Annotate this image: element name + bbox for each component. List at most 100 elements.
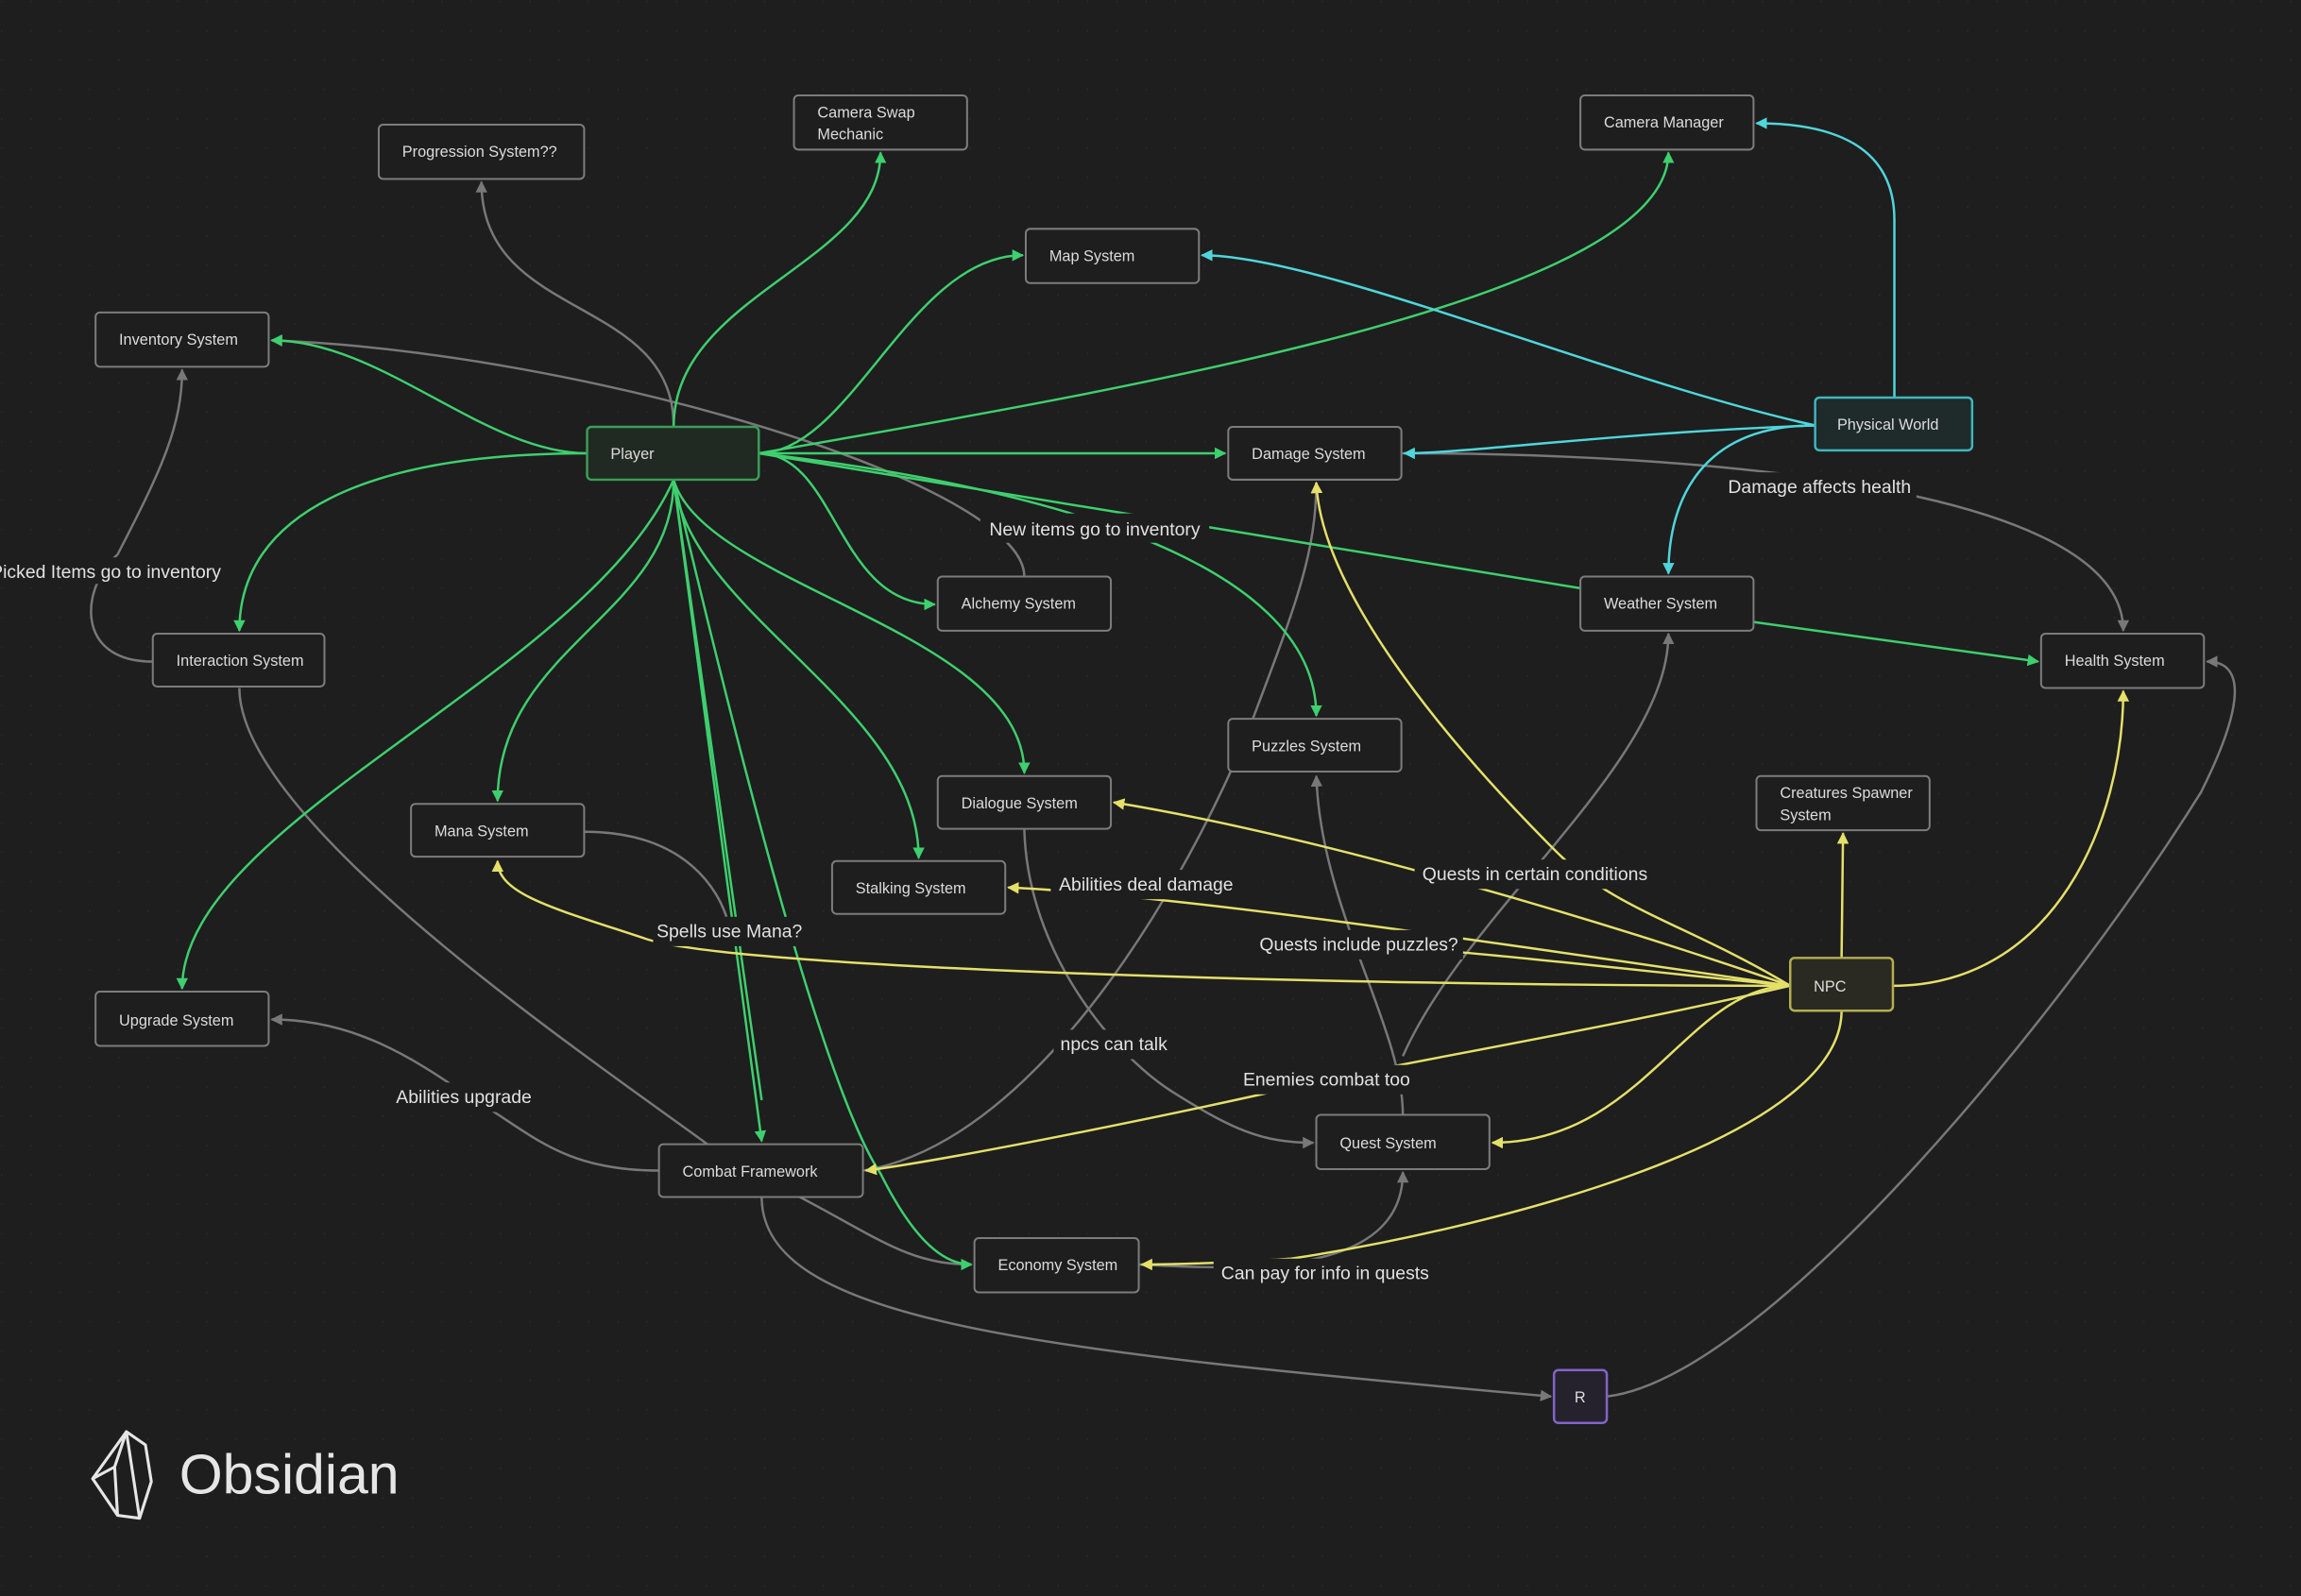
edge-label-pay-info: Can pay for info in quests [1213, 1258, 1437, 1288]
edge-npc-creatures[interactable] [1836, 832, 1849, 959]
svg-text:Abilities upgrade: Abilities upgrade [396, 1087, 531, 1108]
edge-label-npcs-talk: npcs can talk [1053, 1029, 1174, 1060]
svg-text:Quests include puzzles?: Quests include puzzles? [1259, 935, 1458, 956]
edge-label-quests-puzzles: Quests include puzzles? [1254, 929, 1463, 959]
svg-text:Abilities deal damage: Abilities deal damage [1059, 874, 1233, 895]
edge-player-camera-manager[interactable] [758, 151, 1675, 455]
node-combat-framework[interactable]: Combat Framework [657, 1143, 864, 1198]
obsidian-crystal-icon [91, 1430, 153, 1520]
svg-text:Physical World: Physical World [1837, 416, 1938, 433]
nodes: Progression System?? Camera SwapMechanic… [94, 93, 2206, 1424]
node-map-system[interactable]: Map System [1024, 228, 1201, 284]
edge-player-stalking[interactable] [672, 479, 925, 859]
node-mana-system[interactable]: Mana System [410, 803, 586, 858]
edge-dialogue-quest[interactable] [1023, 828, 1315, 1149]
svg-text:Weather System: Weather System [1604, 596, 1717, 613]
node-interaction-system[interactable]: Interaction System [151, 633, 326, 688]
edge-player-progression[interactable] [475, 180, 675, 428]
node-dialogue-system[interactable]: Dialogue System [936, 774, 1113, 830]
edge-player-map[interactable] [758, 249, 1025, 455]
svg-text:Camera Manager: Camera Manager [1604, 114, 1724, 131]
edge-label-abilities-upgrade: Abilities upgrade [387, 1082, 540, 1112]
svg-text:Map System: Map System [1049, 247, 1135, 264]
node-weather-system[interactable]: Weather System [1579, 575, 1755, 632]
obsidian-logo: Obsidian [91, 1430, 400, 1520]
edges-green [176, 151, 2039, 1271]
node-inventory-system[interactable]: Inventory System [94, 311, 270, 368]
svg-text:Progression System??: Progression System?? [402, 144, 557, 161]
node-economy-system[interactable]: Economy System [973, 1236, 1140, 1294]
edge-player-dialogue[interactable] [672, 479, 1031, 774]
edge-player-upgrade[interactable] [176, 479, 675, 991]
edge-combat-r[interactable] [760, 1197, 1553, 1401]
edge-combat-damage[interactable] [862, 481, 1322, 1172]
edge-label-enemies-combat: Enemies combat too [1236, 1064, 1417, 1095]
node-health-system[interactable]: Health System [2039, 633, 2206, 689]
node-player[interactable]: Player [586, 425, 760, 482]
edge-r-health[interactable] [1606, 655, 2237, 1398]
svg-text:Upgrade System: Upgrade System [119, 1012, 233, 1029]
node-camera-manager[interactable]: Camera Manager [1579, 93, 1755, 151]
svg-text:Quests in certain conditions: Quests in certain conditions [1423, 864, 1647, 885]
edge-label-new-items: New items go to inventory [980, 513, 1210, 543]
edge-player-alchemy[interactable] [758, 451, 936, 611]
svg-text:Can pay for info in quests: Can pay for info in quests [1221, 1263, 1429, 1283]
edge-player-inventory[interactable] [270, 334, 588, 455]
node-physical-world[interactable]: Physical World [1814, 396, 1974, 452]
svg-text:Economy System: Economy System [997, 1257, 1117, 1274]
node-stalking-system[interactable]: Stalking System [830, 859, 1007, 915]
edge-npc-health[interactable] [1892, 689, 2130, 988]
svg-text:Enemies combat too: Enemies combat too [1243, 1069, 1410, 1090]
node-npc[interactable]: NPC [1789, 957, 1895, 1012]
svg-text:Quest System: Quest System [1339, 1135, 1436, 1152]
edge-quest-weather[interactable] [1402, 632, 1675, 1057]
edge-interaction-combat[interactable] [238, 688, 708, 1146]
edges-gray [90, 180, 2237, 1401]
svg-text:Player: Player [610, 446, 655, 463]
edge-mana-spells[interactable] [584, 830, 728, 918]
node-progression-system[interactable]: Progression System?? [377, 124, 586, 180]
svg-text:Mechanic: Mechanic [817, 127, 883, 144]
svg-text:Combat Framework: Combat Framework [682, 1163, 818, 1180]
edge-npc-damage[interactable] [1310, 481, 1791, 987]
svg-text:Damage affects health: Damage affects health [1728, 477, 1911, 498]
edge-physical-weather[interactable] [1662, 424, 1815, 575]
edge-interaction-inventory[interactable] [90, 368, 189, 663]
svg-text:Damage System: Damage System [1252, 446, 1365, 463]
edge-physical-map[interactable] [1201, 249, 1815, 427]
svg-text:Health System: Health System [2065, 653, 2165, 670]
edge-player-combat-2[interactable] [672, 479, 763, 1101]
edge-label-abilities-damage: Abilities deal damage [1050, 870, 1242, 900]
svg-text:New items go to inventory: New items go to inventory [989, 519, 1201, 540]
svg-text:System: System [1780, 806, 1831, 823]
svg-text:Spells use Mana?: Spells use Mana? [656, 922, 802, 942]
node-quest-system[interactable]: Quest System [1315, 1113, 1491, 1170]
node-alchemy-system[interactable]: Alchemy System [936, 575, 1113, 632]
node-puzzles-system[interactable]: Puzzles System [1227, 718, 1403, 773]
node-r[interactable]: R [1552, 1368, 1609, 1424]
svg-text:Puzzles System: Puzzles System [1252, 738, 1361, 755]
edges-cyan [1201, 117, 1896, 575]
svg-text:Camera Swap: Camera Swap [817, 104, 914, 121]
edge-npc-mana[interactable] [491, 859, 1791, 988]
node-damage-system[interactable]: Damage System [1227, 426, 1403, 481]
svg-text:Stalking System: Stalking System [856, 880, 966, 897]
edge-player-mana[interactable] [491, 479, 675, 803]
edge-player-economy[interactable] [672, 479, 973, 1271]
edge-combat-economy[interactable] [799, 1196, 973, 1271]
node-upgrade-system[interactable]: Upgrade System [94, 991, 270, 1047]
edge-physical-damage[interactable] [1403, 424, 1815, 460]
svg-text:Alchemy System: Alchemy System [962, 596, 1076, 613]
svg-text:Dialogue System: Dialogue System [962, 795, 1078, 812]
edge-npc-economy[interactable] [1140, 1010, 1843, 1271]
edge-player-interaction[interactable] [233, 451, 588, 633]
edge-label-spells-mana: Spells use Mana? [653, 916, 806, 946]
edge-npc-quest[interactable] [1491, 984, 1791, 1149]
svg-text:Interaction System: Interaction System [177, 653, 304, 670]
edge-physical-camera-manager[interactable] [1755, 117, 1896, 398]
edge-label-damage-health: Damage affects health [1722, 472, 1917, 502]
edge-player-camera-swap[interactable] [672, 151, 887, 428]
